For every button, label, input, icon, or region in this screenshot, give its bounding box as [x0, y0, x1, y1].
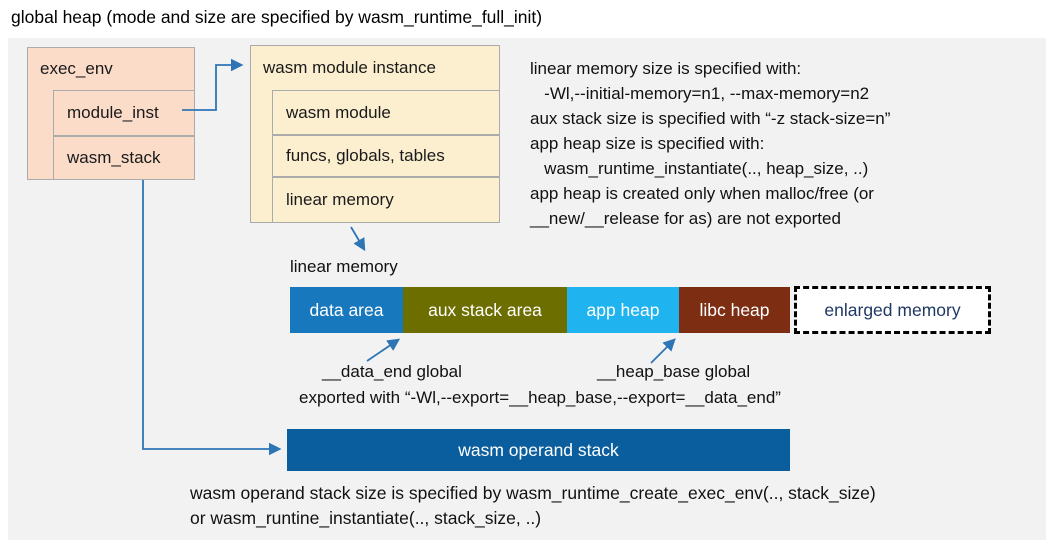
diagram-title: global heap (mode and size are specified… [11, 7, 543, 27]
linear-memory-cell: linear memory [272, 177, 500, 223]
wasm-operand-stack-bar: wasm operand stack [287, 429, 790, 471]
funcs-globals-tables-box: funcs, globals, tables [272, 135, 500, 177]
segment-aux-stack-area: aux stack area [403, 287, 567, 333]
module-instance-label: wasm module instance [263, 57, 436, 77]
segment-libc-heap: libc heap [679, 287, 790, 333]
info-text-block: linear memory size is specified with: -W… [530, 56, 890, 231]
footer-text-block: wasm operand stack size is specified by … [190, 481, 876, 531]
module-inst-box: module_inst [53, 90, 195, 136]
segment-data-area: data area [290, 287, 403, 333]
info-line: wasm_runtime_instantiate(.., heap_size, … [530, 159, 869, 178]
info-line: -Wl,--initial-memory=n1, --max-memory=n2 [530, 84, 870, 103]
footer-line: wasm operand stack size is specified by … [190, 483, 876, 503]
wasm-stack-box: wasm_stack [53, 136, 195, 180]
segment-enlarged-memory: enlarged memory [794, 286, 991, 334]
segment-app-heap: app heap [567, 287, 679, 333]
info-line: aux stack size is specified with “-z sta… [530, 109, 891, 128]
data-end-global-label: __data_end global [322, 362, 462, 381]
info-line: app heap is created only when malloc/fre… [530, 184, 874, 203]
footer-line: or wasm_runtine_instantiate(.., stack_si… [190, 508, 542, 528]
info-line: __new/__release for as) are not exported [530, 209, 841, 228]
exec-env-label: exec_env [40, 58, 113, 78]
info-line: linear memory size is specified with: [530, 59, 802, 78]
heap-base-global-label: __heap_base global [597, 362, 751, 381]
linear-memory-bar-label: linear memory [290, 257, 398, 276]
info-line: app heap size is specified with: [530, 134, 765, 153]
wasm-module-box: wasm module [272, 90, 500, 135]
exported-with-label: exported with “-Wl,--export=__heap_base,… [299, 388, 781, 407]
